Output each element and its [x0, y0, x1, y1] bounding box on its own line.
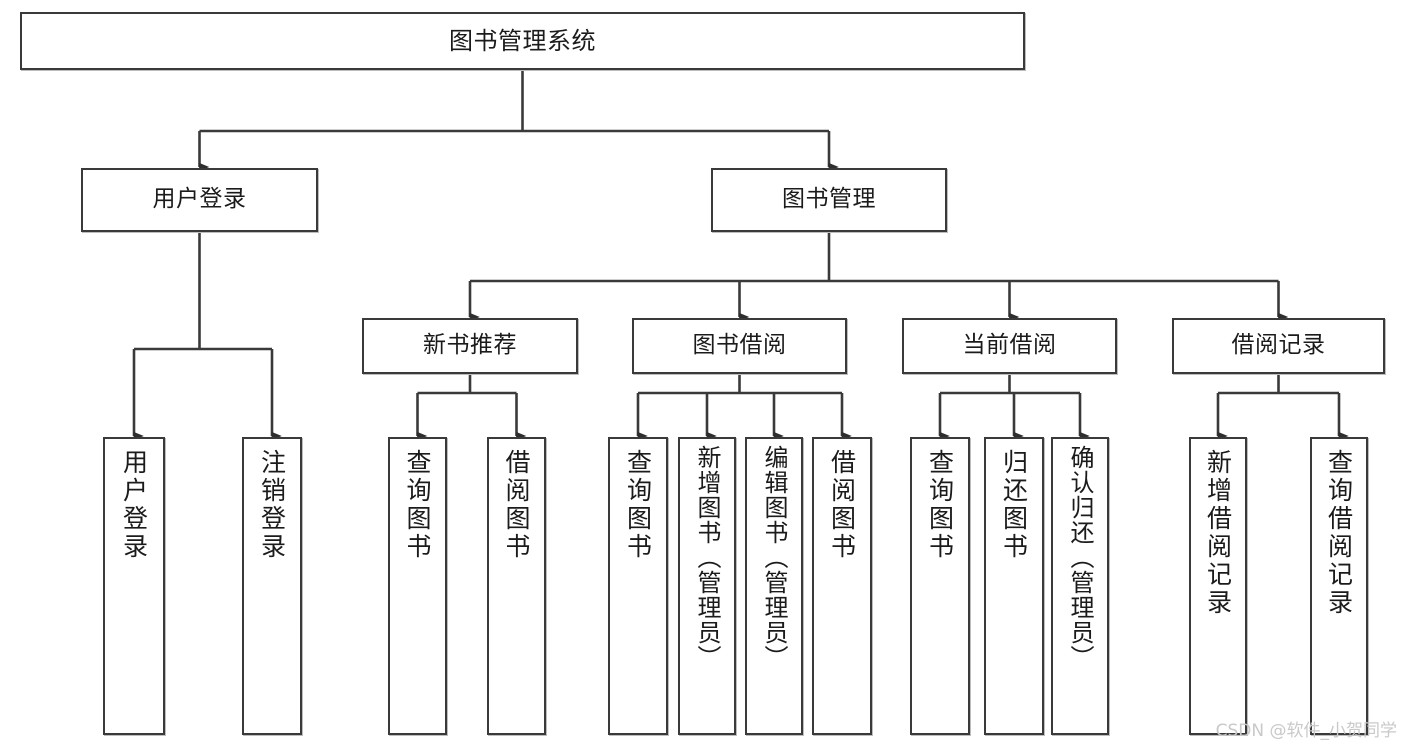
node-leaf-rec-query: 查询图书 [388, 437, 447, 735]
node-label-current-borrow: 当前借阅 [962, 332, 1057, 359]
node-leaf-bb-edit: 编辑图书（管理员） [745, 437, 803, 735]
node-label-leaf-bb-add: 新增图书（管理员） [693, 445, 721, 670]
node-label-leaf-rec-borrow: 借阅图书 [502, 449, 531, 561]
node-leaf-cb-confirm: 确认归还（管理员） [1051, 437, 1109, 735]
node-label-book-manage: 图书管理 [782, 186, 876, 213]
csdn-watermark: CSDN @软件_小贺同学 [1215, 721, 1397, 741]
node-leaf-cb-return: 归还图书 [984, 437, 1044, 735]
node-label-leaf-user-login: 用户登录 [119, 449, 149, 561]
node-user-login: 用户登录 [81, 168, 318, 232]
node-label-leaf-bb-borrow: 借阅图书 [827, 449, 857, 561]
node-label-root: 图书管理系统 [449, 26, 596, 55]
node-leaf-user-login: 用户登录 [103, 437, 165, 735]
node-label-book-borrow: 图书借阅 [692, 332, 787, 359]
node-leaf-cb-query: 查询图书 [910, 437, 970, 735]
node-borrow-record: 借阅记录 [1172, 318, 1385, 374]
node-label-new-book-rec: 新书推荐 [423, 332, 517, 359]
node-label-leaf-cb-query: 查询图书 [925, 449, 955, 561]
node-current-borrow: 当前借阅 [902, 318, 1117, 374]
node-root: 图书管理系统 [20, 12, 1025, 70]
node-label-leaf-rec-query: 查询图书 [403, 449, 432, 561]
node-label-leaf-user-logout: 注销登录 [257, 449, 287, 561]
node-leaf-bb-query: 查询图书 [608, 437, 668, 735]
node-label-leaf-cb-confirm: 确认归还（管理员） [1066, 445, 1094, 670]
node-label-leaf-br-add: 新增借阅记录 [1203, 449, 1233, 617]
node-label-leaf-br-query: 查询借阅记录 [1324, 449, 1354, 617]
node-leaf-bb-add: 新增图书（管理员） [678, 437, 736, 735]
node-label-leaf-cb-return: 归还图书 [999, 449, 1029, 561]
node-leaf-bb-borrow: 借阅图书 [812, 437, 872, 735]
node-label-borrow-record: 借阅记录 [1231, 332, 1326, 359]
node-label-leaf-bb-query: 查询图书 [623, 449, 653, 561]
node-book-manage: 图书管理 [711, 168, 947, 232]
node-leaf-br-add: 新增借阅记录 [1189, 437, 1247, 735]
node-label-user-login: 用户登录 [152, 186, 247, 213]
node-new-book-rec: 新书推荐 [362, 318, 578, 374]
node-leaf-rec-borrow: 借阅图书 [487, 437, 546, 735]
node-label-leaf-bb-edit: 编辑图书（管理员） [760, 445, 788, 670]
node-leaf-user-logout: 注销登录 [242, 437, 302, 735]
node-book-borrow: 图书借阅 [632, 318, 847, 374]
node-leaf-br-query: 查询借阅记录 [1310, 437, 1368, 735]
